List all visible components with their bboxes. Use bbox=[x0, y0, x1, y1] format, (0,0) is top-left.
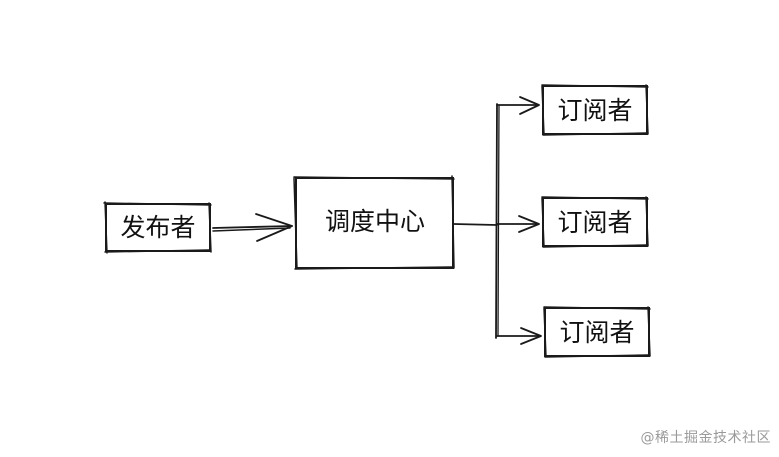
subscriber-label-1: 订阅者 bbox=[557, 96, 632, 125]
publisher-label: 发布者 bbox=[120, 213, 195, 242]
subscriber-node-2: 订阅者 bbox=[541, 196, 649, 248]
dispatch-center-node: 调度中心 bbox=[293, 175, 455, 270]
subscriber-label-3: 订阅者 bbox=[559, 318, 634, 347]
publisher-node: 发布者 bbox=[103, 201, 212, 254]
subscriber-label-2: 订阅者 bbox=[557, 208, 632, 237]
subscriber-node-3: 订阅者 bbox=[543, 306, 651, 358]
arrow-to-subscriber-1 bbox=[496, 96, 540, 115]
arrow-to-subscriber-3 bbox=[496, 327, 542, 345]
dispatch-center-label: 调度中心 bbox=[325, 207, 425, 236]
arrow-publisher-to-center bbox=[212, 213, 293, 242]
arrow-to-subscriber-2 bbox=[496, 215, 540, 233]
connector-center-to-branch bbox=[453, 103, 500, 339]
subscriber-node-1: 订阅者 bbox=[541, 84, 649, 136]
watermark: @稀土掘金技术社区 bbox=[640, 430, 771, 446]
